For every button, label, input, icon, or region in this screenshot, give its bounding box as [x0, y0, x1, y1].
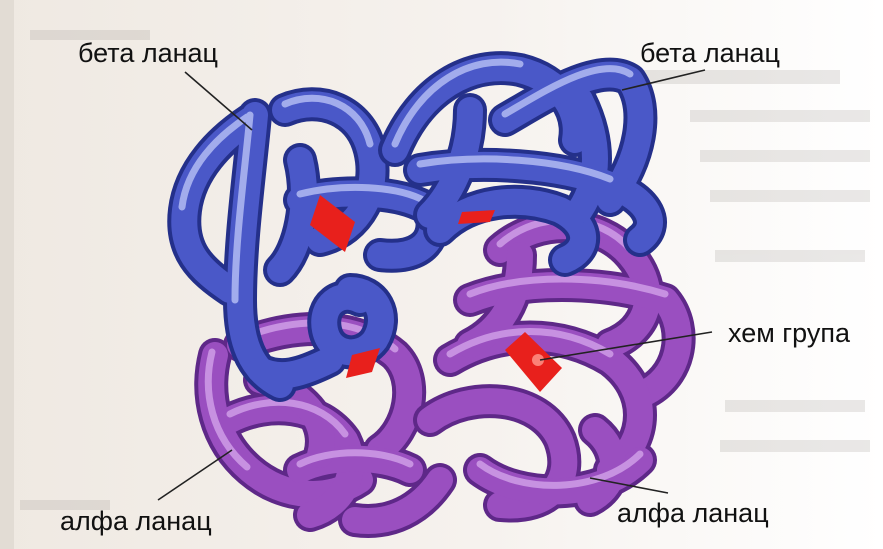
- heme-group-beta-right: [458, 210, 495, 224]
- label-alpha-chain-left: алфа ланац: [60, 508, 212, 535]
- label-heme-group: хем група: [728, 320, 850, 347]
- label-alpha-chain-right: алфа ланац: [617, 500, 769, 527]
- left-margin-strip: [0, 0, 14, 549]
- label-beta-chain-right: бета ланац: [640, 40, 780, 67]
- label-beta-chain-left: бета ланац: [78, 40, 218, 67]
